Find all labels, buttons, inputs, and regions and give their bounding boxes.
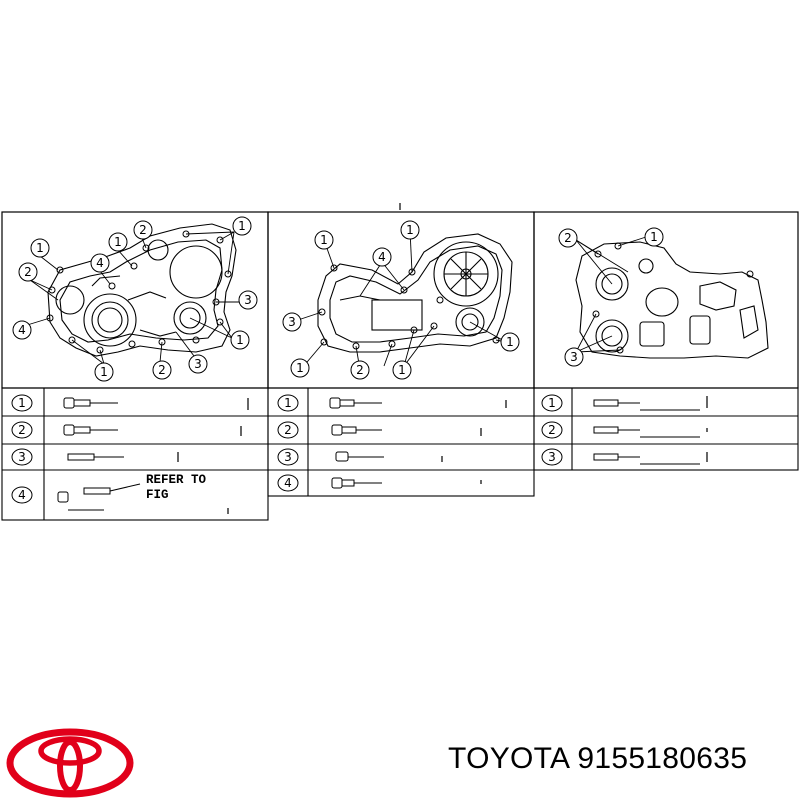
- short-bolt-icon: [335, 451, 384, 462]
- svg-text:4: 4: [18, 488, 26, 502]
- svg-text:3: 3: [244, 293, 252, 307]
- svg-text:1: 1: [650, 230, 658, 244]
- brand-name: TOYOTA: [448, 742, 569, 775]
- svg-text:1: 1: [238, 219, 246, 233]
- svg-text:1: 1: [236, 333, 244, 347]
- right-bolt-holes: [592, 242, 754, 354]
- legend-row-numbers: 1 2 3 4 1 2 3 4 1 2 3: [18, 396, 556, 502]
- svg-text:2: 2: [18, 423, 26, 437]
- svg-text:REFER TO: REFER TO: [146, 473, 207, 487]
- callout-numbers: 1 2 4 4 1 2 1 3 1 3 2 1 1 4 1 3 1 2 1 1 …: [18, 219, 658, 379]
- part-number: 9155180635: [577, 742, 748, 775]
- svg-text:1: 1: [114, 235, 122, 249]
- timing-cover-left-drawing: [47, 223, 237, 357]
- svg-text:4: 4: [378, 250, 386, 264]
- right-leader-lines: [575, 236, 647, 353]
- brand-part-label: TOYOTA 9155180635: [448, 742, 747, 776]
- toyota-logo-icon: [6, 728, 134, 798]
- stud-bolt-icon: [593, 399, 700, 411]
- svg-text:3: 3: [548, 450, 556, 464]
- svg-text:3: 3: [194, 357, 202, 371]
- legend-tables: [1, 387, 799, 521]
- oil-pump-middle-drawing: [317, 233, 513, 353]
- callout-bubbles: [12, 216, 664, 382]
- svg-text:2: 2: [548, 423, 556, 437]
- svg-text:2: 2: [356, 363, 364, 377]
- svg-text:4: 4: [96, 256, 104, 270]
- engine-block-right-drawing: [575, 241, 769, 359]
- refer-to-fig-note: REFER TO FIG: [146, 473, 207, 502]
- svg-text:1: 1: [18, 396, 26, 410]
- svg-text:3: 3: [288, 315, 296, 329]
- svg-text:FIG: FIG: [146, 488, 169, 502]
- stud-bolt-icon: [67, 453, 124, 461]
- svg-text:1: 1: [406, 223, 414, 237]
- flange-bolt-icon: [63, 424, 118, 436]
- legend-row-bubbles: [11, 394, 563, 504]
- stud-bolt-icon: [593, 453, 700, 465]
- svg-text:2: 2: [564, 231, 572, 245]
- stud-nut-icon: [57, 483, 141, 511]
- svg-text:2: 2: [24, 265, 32, 279]
- svg-text:1: 1: [320, 233, 328, 247]
- flange-bolt-icon: [331, 477, 382, 489]
- flange-bolt-icon: [329, 397, 382, 409]
- svg-text:1: 1: [36, 241, 44, 255]
- svg-text:2: 2: [139, 223, 147, 237]
- svg-text:4: 4: [18, 323, 26, 337]
- svg-text:1: 1: [284, 396, 292, 410]
- panel-frames: [1, 203, 799, 389]
- flange-bolt-icon: [331, 424, 382, 436]
- flange-bolt-icon: [63, 397, 118, 409]
- svg-text:2: 2: [284, 423, 292, 437]
- svg-text:1: 1: [398, 363, 406, 377]
- svg-text:1: 1: [296, 361, 304, 375]
- svg-text:1: 1: [506, 335, 514, 349]
- svg-text:1: 1: [100, 365, 108, 379]
- svg-text:3: 3: [18, 450, 26, 464]
- svg-text:1: 1: [548, 396, 556, 410]
- svg-text:4: 4: [284, 476, 292, 490]
- stud-bolt-icon: [593, 426, 700, 438]
- svg-text:2: 2: [158, 363, 166, 377]
- left-leader-lines: [23, 231, 240, 365]
- svg-text:3: 3: [570, 350, 578, 364]
- svg-text:3: 3: [284, 450, 292, 464]
- row-tick-marks: [177, 396, 708, 514]
- bolt-icons: [57, 397, 700, 511]
